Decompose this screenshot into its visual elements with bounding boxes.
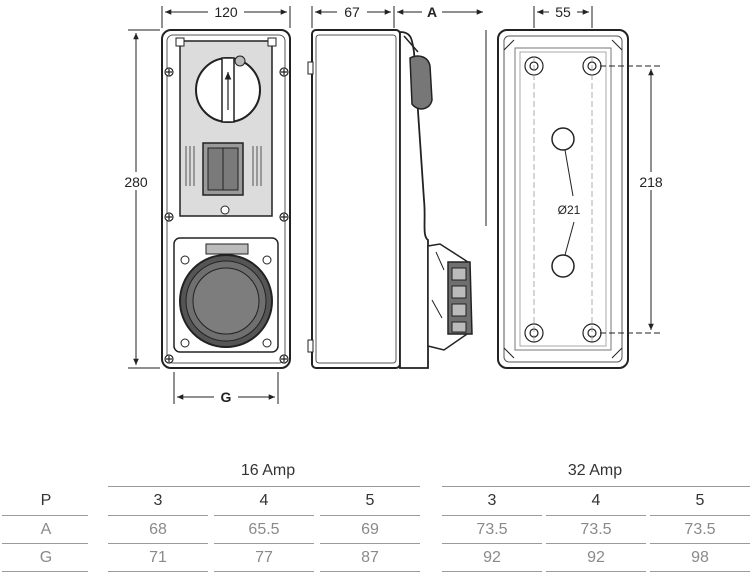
row-divider <box>650 515 750 516</box>
table-cell: 5 <box>365 492 375 509</box>
row-divider <box>546 543 646 544</box>
side-view <box>307 29 473 369</box>
dim-socket-g: G <box>173 372 279 406</box>
table-cell: 69 <box>361 521 379 538</box>
table-cell: 77 <box>255 549 273 566</box>
table-cell: 68 <box>149 521 167 538</box>
table-cell: 5 <box>695 492 705 509</box>
dim-label-g: G <box>221 389 232 405</box>
row-divider <box>214 515 314 516</box>
dim-width-front: 120 <box>161 4 291 28</box>
dim-label-218: 218 <box>639 174 663 190</box>
table-cell: 73.5 <box>580 521 612 538</box>
row-divider <box>442 515 542 516</box>
hole-diameter-label: Ø21 <box>558 203 581 217</box>
group-rule-32a <box>442 486 750 487</box>
row-divider <box>320 571 420 572</box>
row-label-g: G <box>39 549 53 566</box>
row-divider <box>546 571 646 572</box>
table-cell: 4 <box>259 492 269 509</box>
row-divider <box>650 571 750 572</box>
row-label-a: A <box>40 521 52 538</box>
dim-label-55: 55 <box>555 4 571 20</box>
table-cell: 65.5 <box>248 521 280 538</box>
dim-hole-spacing: 55 <box>533 4 593 28</box>
dim-label-width: 120 <box>214 4 238 20</box>
row-divider <box>2 543 88 544</box>
row-divider <box>320 515 420 516</box>
screw-icon <box>164 67 289 364</box>
row-divider <box>2 571 88 572</box>
table-cell: 4 <box>591 492 601 509</box>
row-divider <box>2 515 88 516</box>
group-rule-16a <box>108 486 420 487</box>
dim-label-height: 280 <box>124 174 148 190</box>
row-divider <box>442 543 542 544</box>
row-divider <box>320 543 420 544</box>
row-divider <box>214 571 314 572</box>
row-divider <box>442 571 542 572</box>
dim-height: 280 <box>120 29 160 369</box>
table-cell: 87 <box>361 549 379 566</box>
table-cell: 3 <box>153 492 163 509</box>
row-divider <box>108 515 208 516</box>
table-cell: 98 <box>691 549 709 566</box>
front-view <box>161 29 291 369</box>
dim-label-a: A <box>427 4 437 20</box>
row-label-p: P <box>40 492 52 509</box>
row-divider <box>214 543 314 544</box>
technical-drawing: 120 280 G 67 <box>120 4 666 406</box>
row-divider <box>650 543 750 544</box>
group-header-16a: 16 Amp <box>240 462 296 479</box>
row-divider <box>546 515 646 516</box>
table-cell: 92 <box>483 549 501 566</box>
row-divider <box>108 571 208 572</box>
table-cell: 73.5 <box>476 521 508 538</box>
row-divider <box>108 543 208 544</box>
group-header-32a: 32 Amp <box>567 462 623 479</box>
table-cell: 73.5 <box>684 521 716 538</box>
table-cell: 3 <box>487 492 497 509</box>
table-cell: 71 <box>149 549 167 566</box>
back-view: Ø21 <box>497 29 629 369</box>
dim-depth: 67 A <box>311 4 487 226</box>
dim-218: 218 <box>600 65 666 334</box>
dim-label-depth: 67 <box>344 4 360 20</box>
table-cell: 92 <box>587 549 605 566</box>
